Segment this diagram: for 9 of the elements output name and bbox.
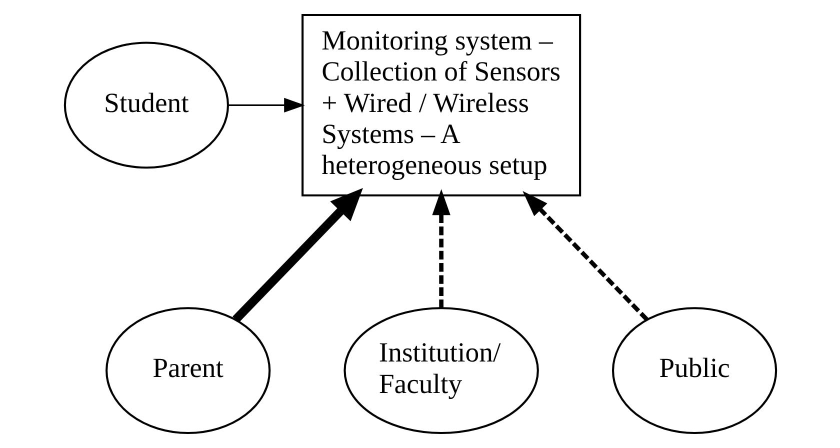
node-ellipse: Student <box>63 42 229 169</box>
arrow <box>432 189 450 308</box>
node-box: Monitoring system – Collection of Sensors + Wired / Wireless Systems – A heterogeneous setup <box>301 14 581 196</box>
arrow <box>522 191 648 322</box>
arrow <box>232 188 362 323</box>
arrow <box>228 98 304 112</box>
node-ellipse: Public <box>611 307 777 434</box>
node-ellipse: Parent <box>105 307 270 434</box>
node-ellipse: Institution/ Faculty <box>343 307 538 434</box>
